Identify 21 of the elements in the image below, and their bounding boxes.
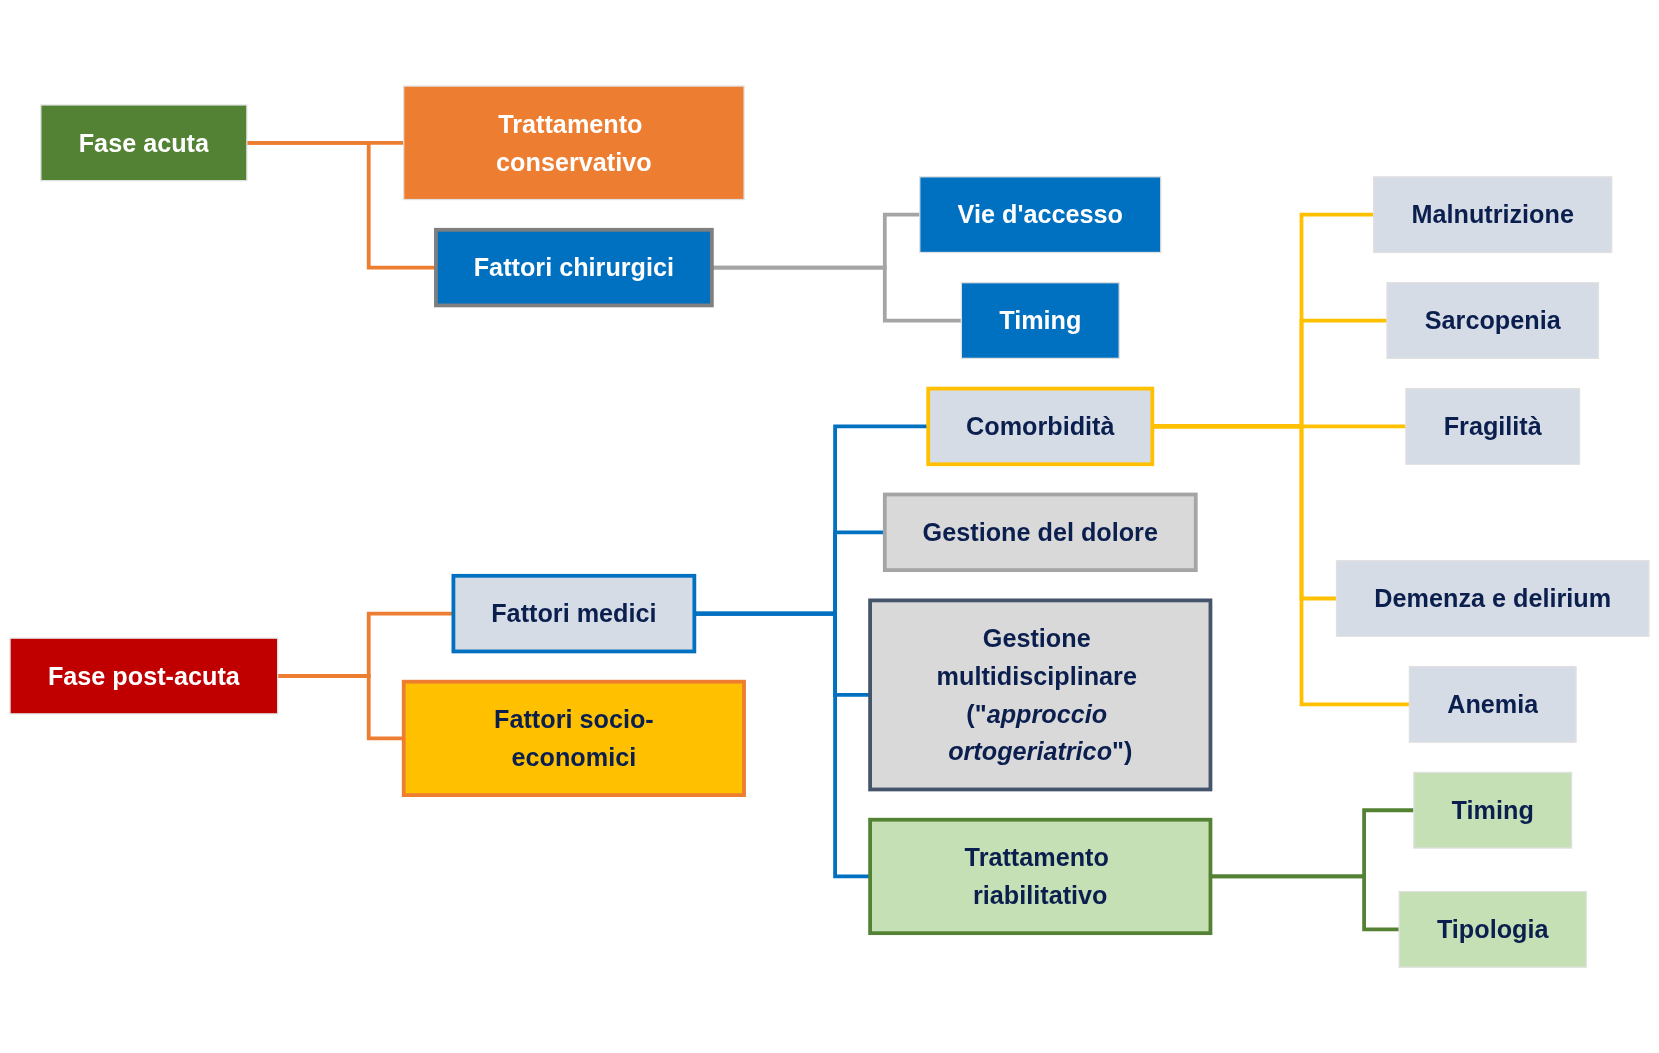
node-box: Gestione multidisciplinare ("approccio ortogeriatrico") <box>868 598 1213 792</box>
node-box: Sarcopenia <box>1386 281 1600 359</box>
node-box: Malnutrizione <box>1373 176 1613 253</box>
node-box: Anemia <box>1408 665 1577 743</box>
node-box: Tipologia <box>1398 890 1587 968</box>
node-box: Trattamento conservativo <box>403 85 745 200</box>
node-box: Fase acuta <box>40 104 248 182</box>
node-box: Trattamento riabilitativo <box>868 817 1213 935</box>
node-box: Gestione del dolore <box>882 492 1198 572</box>
node-box: Fattori medici <box>451 573 697 654</box>
node-box: Fragilità <box>1405 387 1581 465</box>
node-box: Demenza e delirium <box>1335 559 1650 637</box>
connector <box>246 140 436 270</box>
node-box: Timing <box>1413 771 1573 849</box>
connector <box>277 674 404 741</box>
node-box: Fattori chirurgici <box>434 227 714 308</box>
node-box: Vie d'accesso <box>919 176 1162 253</box>
node-box: Comorbidità <box>926 386 1155 466</box>
node-box: Timing <box>960 281 1120 359</box>
node-box: Fase post-acuta <box>9 637 279 715</box>
node-box: Fattori socio-economici <box>401 679 746 797</box>
